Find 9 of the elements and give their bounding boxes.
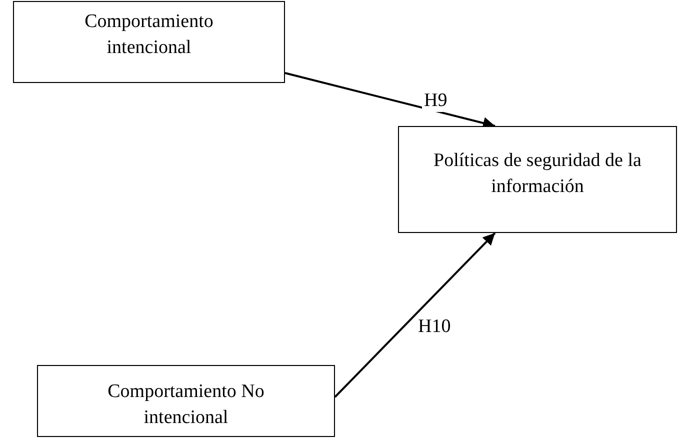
concept-box (37, 365, 335, 437)
arrow (284, 72, 496, 129)
concept-box (398, 126, 677, 233)
edge-label: H9 (422, 90, 450, 112)
box-label: Políticas de seguridad de la información (432, 148, 642, 198)
concept-box (13, 1, 285, 83)
box-label: Comportamiento No intencional (106, 380, 266, 430)
arrow (334, 232, 496, 398)
box-label: Comportamiento intencional (84, 10, 214, 60)
